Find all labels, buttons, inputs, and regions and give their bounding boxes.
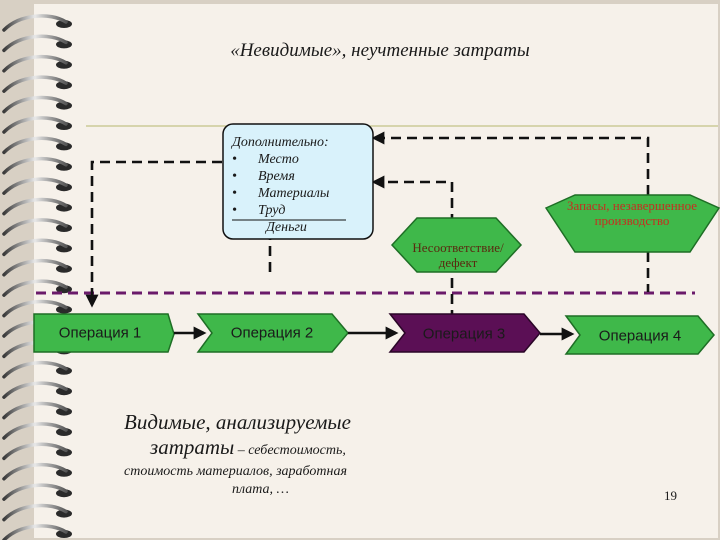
visible-costs-line-3: стоимость материалов, заработная — [124, 464, 347, 479]
hidden-costs-heading: Дополнительно: — [232, 135, 329, 150]
binding-hole — [56, 387, 72, 396]
binding-hole — [56, 468, 72, 477]
binding-coil — [2, 34, 68, 53]
hidden-cost-item: •Место — [232, 152, 299, 167]
binding-hole — [56, 122, 72, 130]
visible-costs-text: Видимые, анализируемые затраты – себесто… — [124, 410, 351, 498]
binding-hole — [56, 407, 72, 416]
binding-hole — [56, 81, 72, 90]
binding-coil — [2, 14, 68, 32]
binding-coil — [2, 463, 68, 481]
binding-hole — [56, 366, 72, 375]
hidden-costs-text: Дополнительно: •Место •Время •Материалы … — [232, 134, 329, 236]
notebook-page — [34, 4, 718, 538]
binding-coil — [2, 483, 68, 501]
binding-coil — [2, 279, 68, 297]
binding-hole — [56, 162, 72, 171]
hidden-cost-item: •Труд — [232, 203, 286, 218]
slide-title: «Невидимые», неучтенные затраты — [230, 40, 530, 61]
binding-hole — [56, 60, 72, 69]
binding-hole — [56, 530, 72, 538]
hidden-cost-money: Деньги — [266, 220, 307, 235]
visible-costs-line-4: плата, … — [232, 482, 290, 497]
operation-3-shape — [388, 313, 541, 353]
flow-arrows — [174, 326, 575, 341]
operation-1-label: Операция 1 — [58, 324, 142, 342]
binding-coil — [2, 299, 68, 318]
binding-coil — [2, 381, 68, 399]
arrow-from-stock — [371, 131, 650, 195]
binding-hole — [56, 142, 72, 151]
binding-hole — [56, 489, 72, 498]
operation-3-label: Операция 3 — [422, 325, 506, 343]
arrow-from-operation-3 — [371, 175, 454, 320]
binding-coil — [2, 75, 68, 93]
binding-coil — [2, 95, 68, 114]
binding-hole — [56, 101, 72, 110]
stock-label: Запасы, незавершенное производство — [566, 198, 698, 228]
defect-hexagon — [390, 217, 523, 273]
binding-coil — [2, 259, 68, 277]
page-number: 19 — [664, 488, 677, 503]
binding-coil — [2, 361, 68, 379]
binding-coil — [2, 55, 68, 73]
hidden-cost-item: •Материалы — [232, 186, 330, 201]
binding-coil — [2, 157, 68, 175]
binding-hole — [56, 244, 72, 253]
operation-4-label: Операция 4 — [598, 327, 682, 345]
binding-coil — [2, 238, 68, 257]
binding-coil — [2, 401, 68, 420]
binding-hole — [56, 448, 72, 457]
operation-4-shape — [564, 315, 715, 355]
operation-2-label: Операция 2 — [230, 324, 314, 342]
binding-hole — [56, 183, 72, 192]
defect-label: Несоответствие/ дефект — [412, 240, 504, 270]
binding-coil — [2, 197, 68, 216]
binding-coil — [2, 442, 68, 461]
operation-1-shape — [33, 313, 175, 353]
binding-hole — [56, 20, 72, 28]
binding-hole — [56, 224, 72, 232]
binding-hole — [56, 285, 72, 294]
binding-hole — [56, 428, 72, 436]
binding-coil — [2, 503, 68, 522]
binding-coil — [2, 116, 68, 134]
binding-hole — [56, 264, 72, 273]
binding-hole — [56, 203, 72, 212]
visible-costs-line-1: Видимые, анализируемые — [124, 410, 351, 434]
binding-hole — [56, 40, 72, 49]
hidden-costs-box — [222, 123, 374, 240]
binding-coil — [2, 136, 68, 155]
binding-coil — [2, 177, 68, 195]
stock-hexagon — [544, 194, 720, 253]
hidden-cost-arrows — [85, 131, 650, 320]
binding-hole — [56, 305, 72, 314]
arrow-to-operation-1 — [85, 160, 222, 308]
spiral-binding — [2, 14, 72, 540]
visible-costs-line-2: затраты – себестоимость, — [150, 435, 346, 459]
hidden-cost-item: •Время — [232, 169, 295, 184]
binding-coil — [2, 422, 68, 440]
binding-hole — [56, 509, 72, 518]
binding-coil — [2, 524, 68, 540]
operation-2-shape — [196, 313, 349, 353]
binding-coil — [2, 218, 68, 236]
